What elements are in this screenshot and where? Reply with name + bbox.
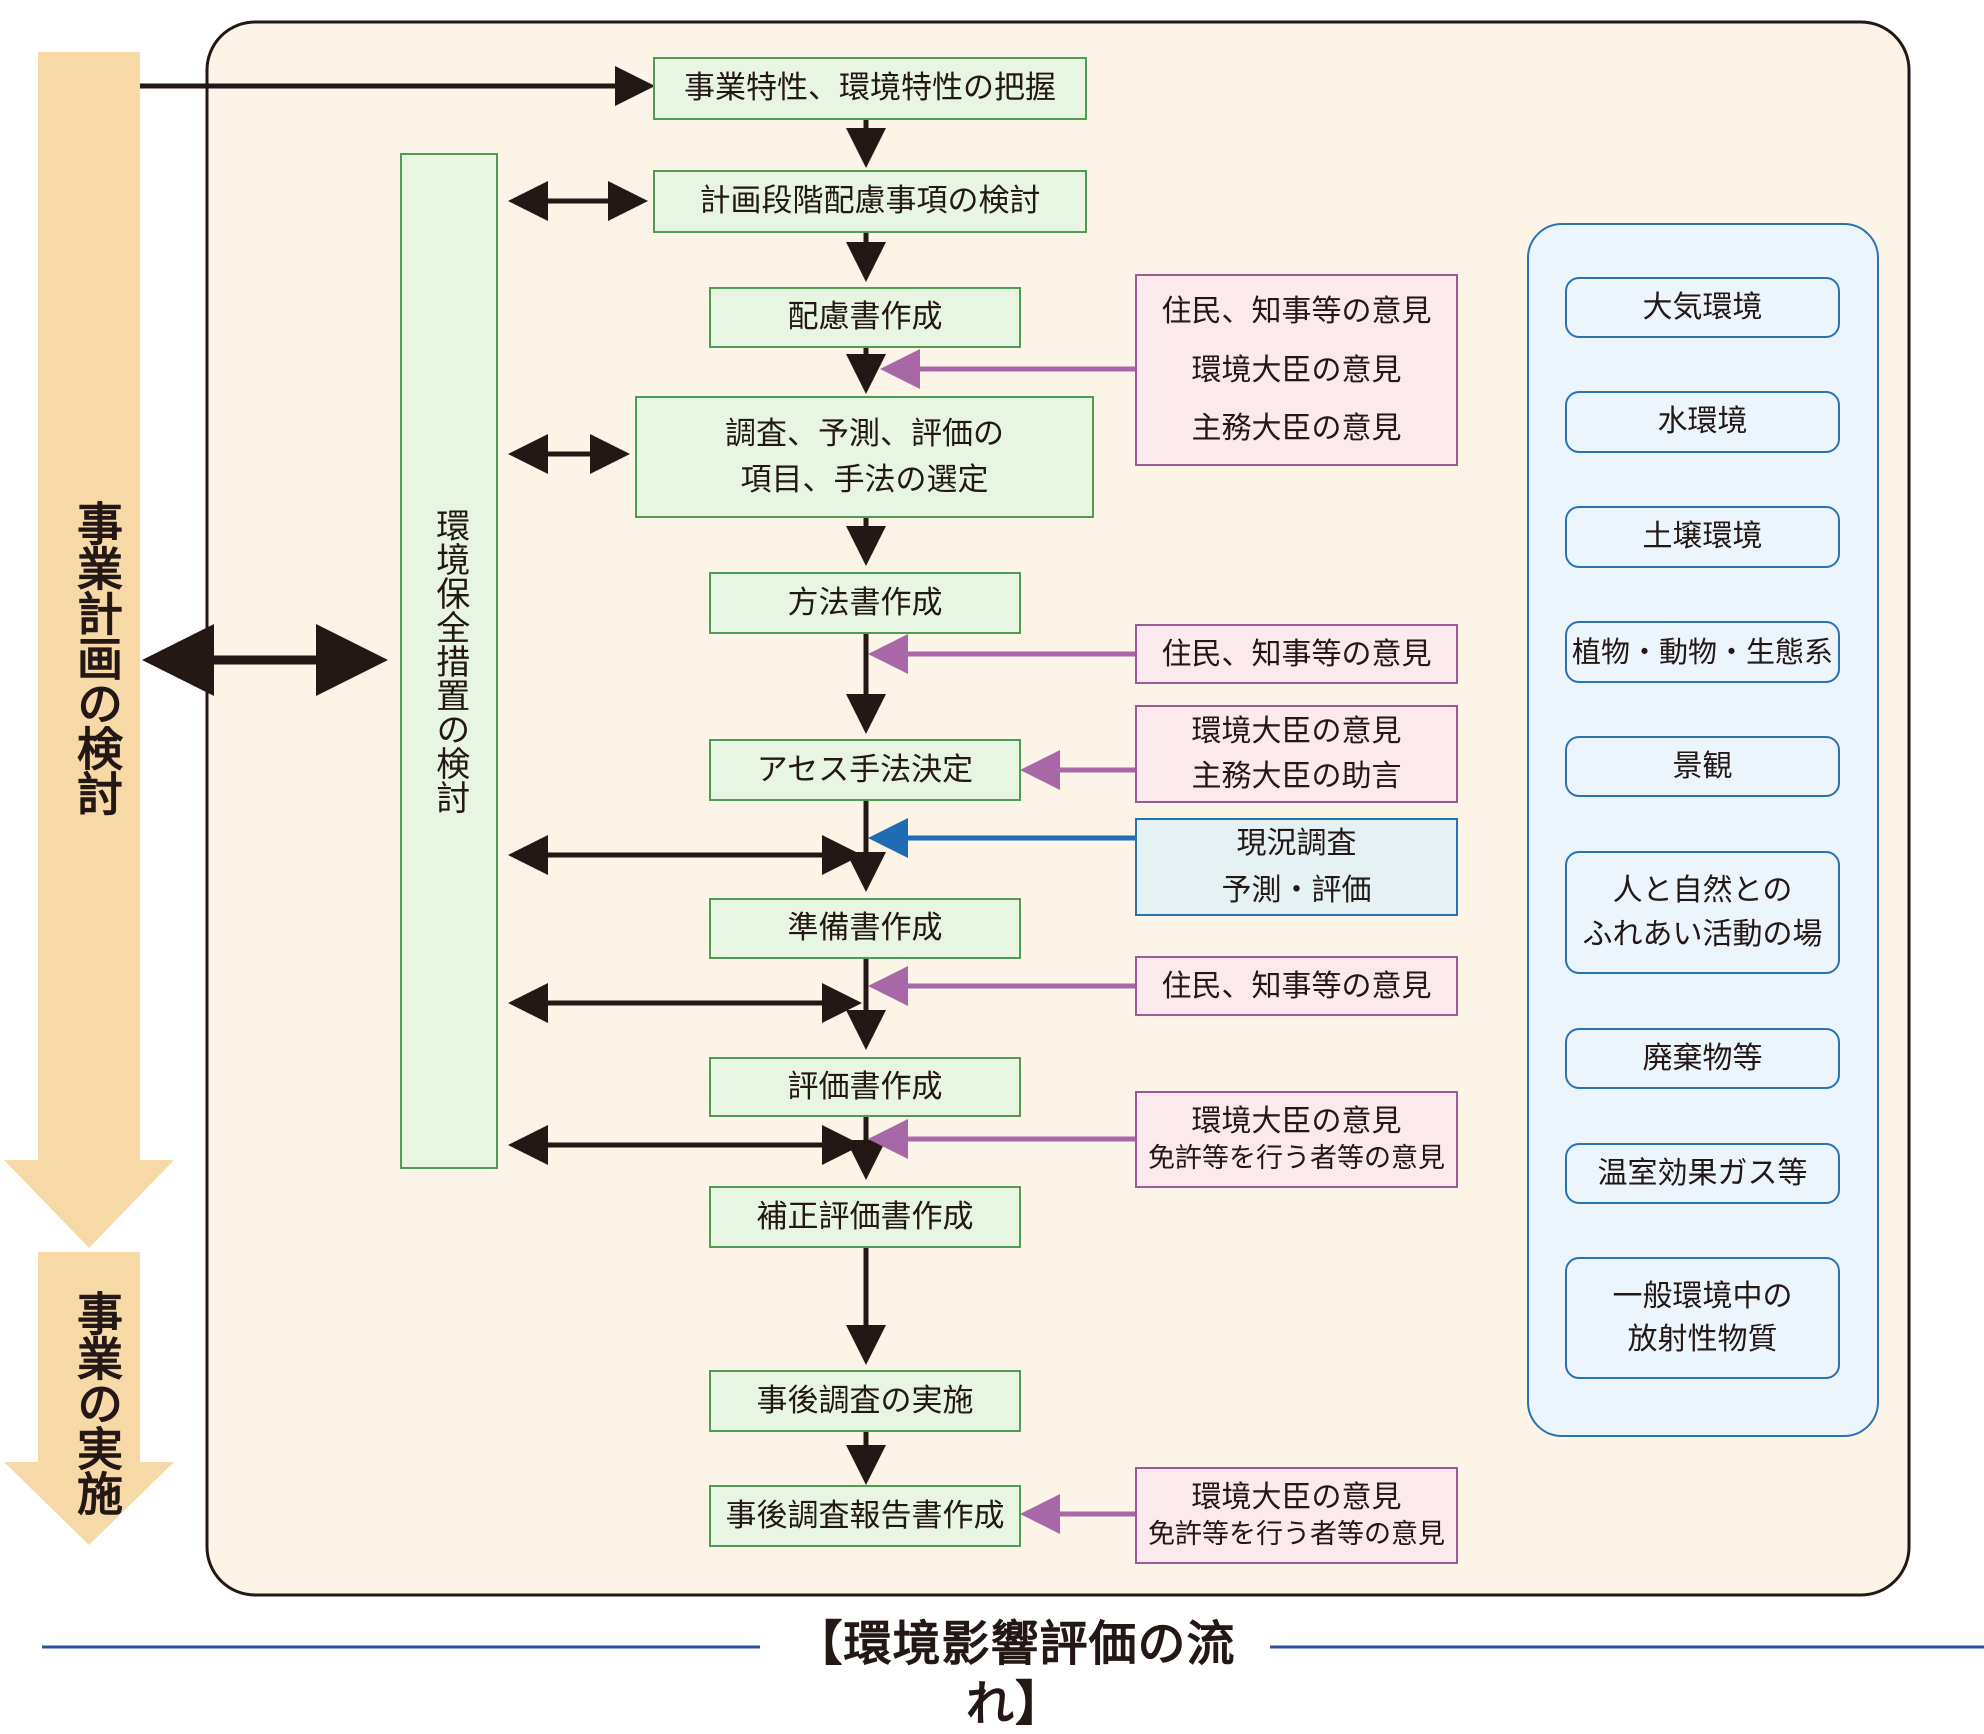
opinion-5-line1: 環境大臣の意見 <box>1191 1104 1402 1140</box>
opinion-box-5: 環境大臣の意見 免許等を行う者等の意見 <box>1135 1091 1458 1188</box>
step-consideration-document: 配慮書作成 <box>709 287 1021 348</box>
implementation-label: 事業の実施 <box>70 1290 124 1515</box>
implementation-arrow-shape <box>4 1252 174 1545</box>
step-final-eis: 評価書作成 <box>709 1057 1021 1117</box>
item-landscape: 景観 <box>1565 736 1840 797</box>
survey-line2: 予測・評価 <box>1221 872 1372 908</box>
diagram-caption: 【環境影響評価の流れ】 <box>760 1614 1270 1732</box>
opinion-1-line2: 環境大臣の意見 <box>1191 352 1402 388</box>
opinion-6-line1: 環境大臣の意見 <box>1191 1480 1402 1516</box>
opinion-box-2: 住民、知事等の意見 <box>1135 624 1458 684</box>
step-revised-eis: 補正評価書作成 <box>709 1186 1021 1248</box>
item-ecosystem: 植物・動物・生態系 <box>1565 621 1840 683</box>
step-assessment-method-decision: アセス手法決定 <box>709 739 1021 801</box>
item-water: 水環境 <box>1565 391 1840 453</box>
step-method-selection-line2: 項目、手法の選定 <box>740 462 989 498</box>
item-air: 大気環境 <box>1565 277 1840 338</box>
item-radioactive: 一般環境中の 放射性物質 <box>1565 1257 1840 1379</box>
step-method-selection-line1: 調査、予測、評価の <box>725 415 1004 452</box>
opinion-box-6: 環境大臣の意見 免許等を行う者等の意見 <box>1135 1467 1458 1564</box>
step-follow-up-report: 事後調査報告書作成 <box>709 1485 1021 1547</box>
step-planning-considerations: 計画段階配慮事項の検討 <box>653 170 1087 233</box>
step-follow-up-survey: 事後調査の実施 <box>709 1370 1021 1432</box>
step-draft-eis: 準備書作成 <box>709 898 1021 959</box>
survey-box: 現況調査 予測・評価 <box>1135 818 1458 916</box>
item-waste: 廃棄物等 <box>1565 1028 1840 1089</box>
planning-label: 事業計画の検討 <box>70 500 124 815</box>
opinion-5-line2: 免許等を行う者等の意見 <box>1148 1143 1445 1175</box>
survey-line1: 現況調査 <box>1236 826 1357 862</box>
opinion-6-line2: 免許等を行う者等の意見 <box>1148 1519 1445 1551</box>
item-recreation-line2: ふれあい活動の場 <box>1582 916 1823 952</box>
opinion-1-line1: 住民、知事等の意見 <box>1161 294 1432 330</box>
item-radioactive-line2: 放射性物質 <box>1627 1322 1778 1357</box>
planning-arrow-shape <box>4 52 174 1248</box>
opinion-1-line3: 主務大臣の意見 <box>1191 410 1402 446</box>
opinion-box-3: 環境大臣の意見 主務大臣の助言 <box>1135 705 1458 803</box>
step-scoping-document: 方法書作成 <box>709 572 1021 634</box>
opinion-box-1: 住民、知事等の意見 環境大臣の意見 主務大臣の意見 <box>1135 274 1458 466</box>
step-characteristics: 事業特性、環境特性の把握 <box>653 57 1087 120</box>
conservation-measures-box: 環境保全措置の検討 <box>400 153 498 1169</box>
opinion-box-4: 住民、知事等の意見 <box>1135 956 1458 1016</box>
item-recreation-line1: 人と自然との <box>1612 873 1793 908</box>
opinion-3-line2: 主務大臣の助言 <box>1191 759 1402 794</box>
step-method-selection: 調査、予測、評価の 項目、手法の選定 <box>635 396 1094 518</box>
main-frame <box>205 20 1911 1597</box>
item-soil: 土壌環境 <box>1565 506 1840 568</box>
conservation-measures-label: 環境保全措置の検討 <box>429 508 470 814</box>
item-radioactive-line1: 一般環境中の <box>1612 1278 1793 1314</box>
item-greenhouse-gas: 温室効果ガス等 <box>1565 1143 1840 1204</box>
opinion-3-line1: 環境大臣の意見 <box>1191 714 1402 749</box>
item-recreation: 人と自然との ふれあい活動の場 <box>1565 851 1840 974</box>
